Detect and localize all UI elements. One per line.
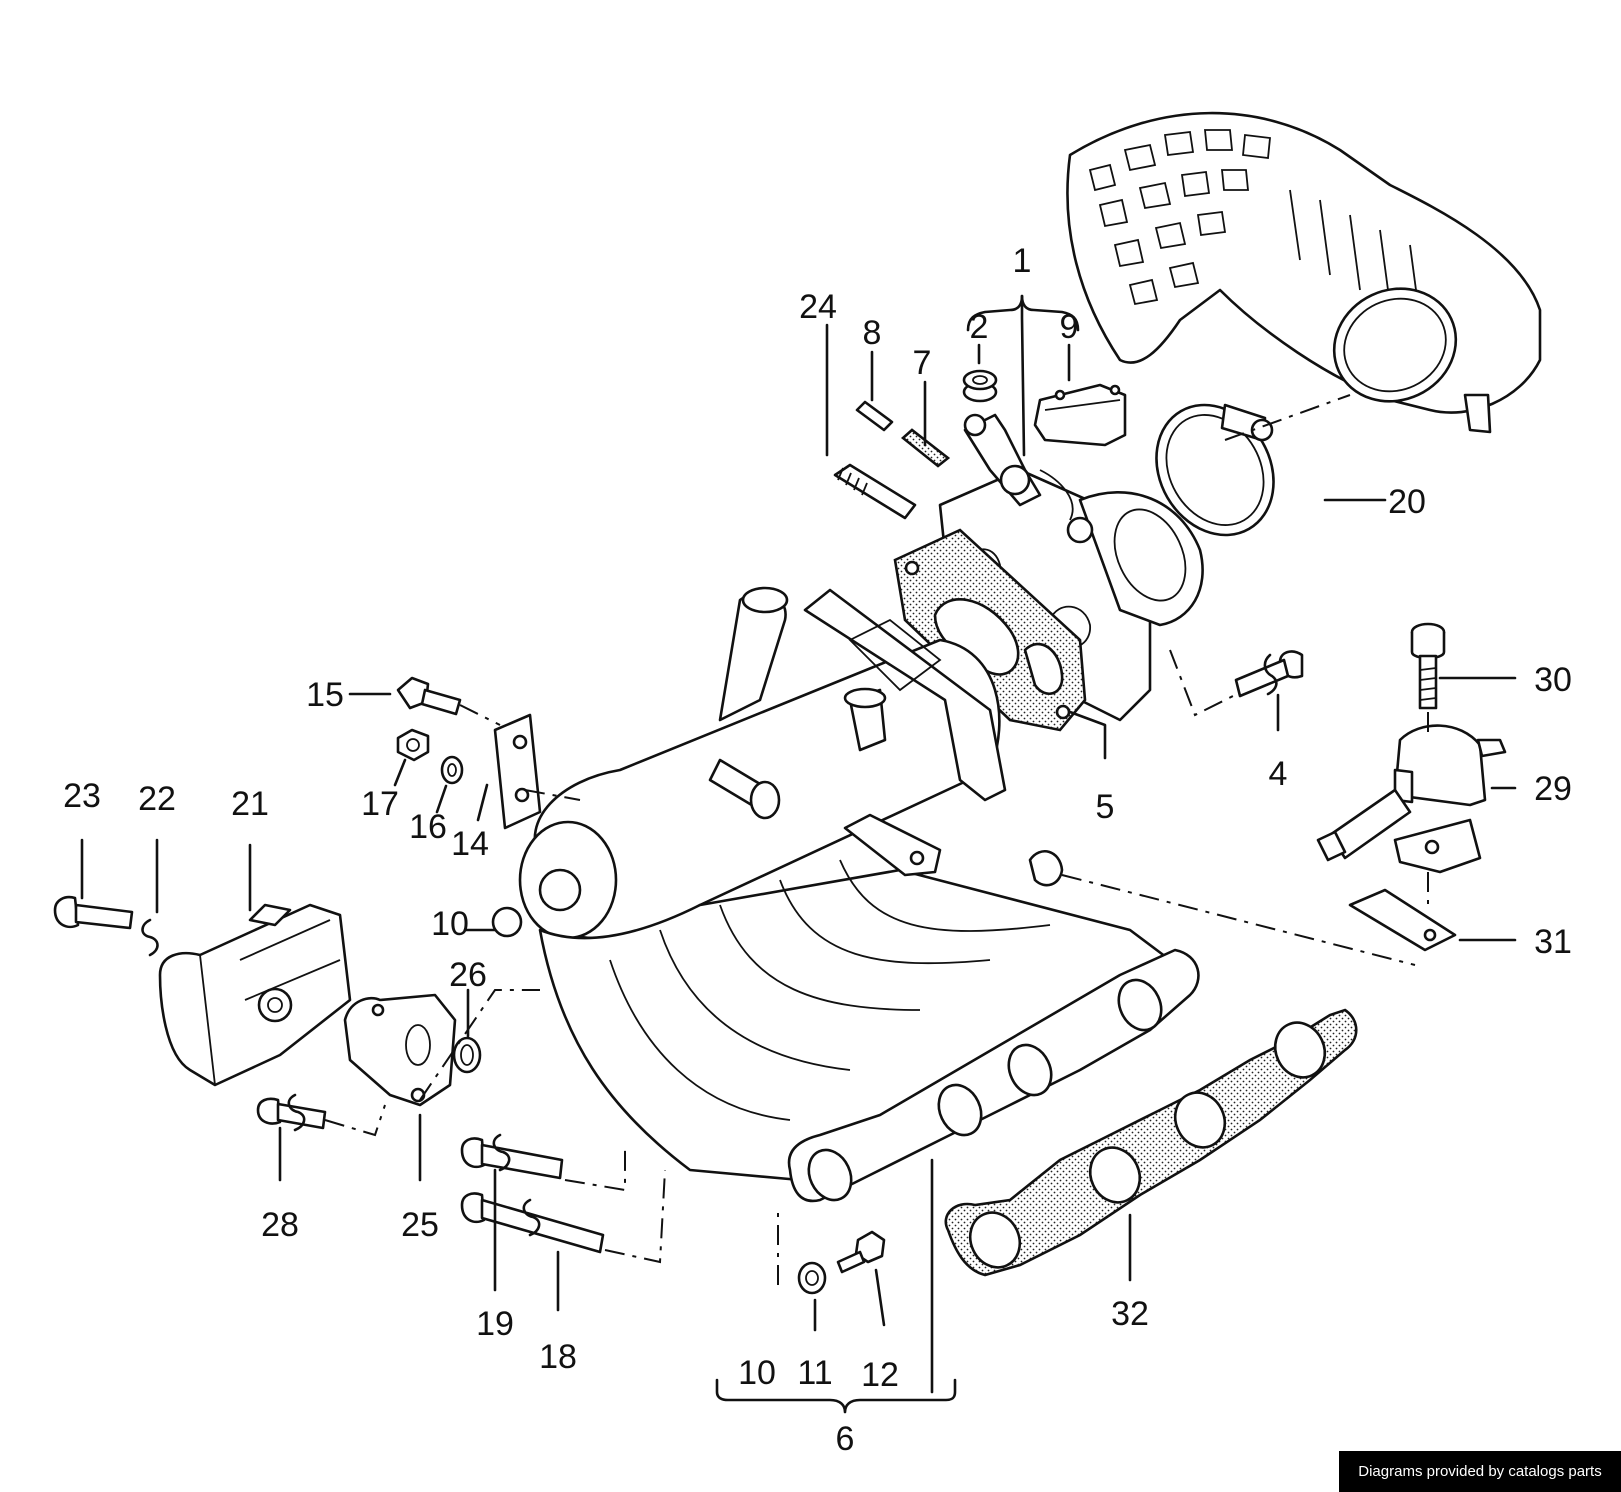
callout-22: 22 xyxy=(138,780,176,818)
callout-23: 23 xyxy=(63,777,101,815)
stud-18 xyxy=(460,1192,605,1254)
callout-25: 25 xyxy=(401,1206,439,1244)
bolt-28 xyxy=(256,1093,327,1132)
throttle-gasket xyxy=(893,528,1087,732)
callout-5: 5 xyxy=(1096,788,1115,826)
callout-30: 30 xyxy=(1534,661,1572,699)
callout-28: 28 xyxy=(261,1206,299,1244)
grommet xyxy=(962,369,998,403)
callout-6: 6 xyxy=(836,1420,855,1458)
leader-lines xyxy=(80,294,1517,1414)
stud-24 xyxy=(833,463,917,520)
callout-21: 21 xyxy=(231,785,269,823)
washer-11 xyxy=(797,1261,827,1295)
air-intake-hose xyxy=(1066,111,1542,434)
cap-10 xyxy=(491,906,523,938)
callout-19: 19 xyxy=(476,1305,514,1343)
callout-12: 12 xyxy=(861,1356,899,1394)
pin-8 xyxy=(855,400,894,432)
callout-2: 2 xyxy=(970,308,989,346)
callout-14: 14 xyxy=(451,825,489,863)
callout-31: 31 xyxy=(1534,923,1572,961)
credit-banner: Diagrams provided by catalogs parts xyxy=(1339,1451,1621,1492)
callout-17: 17 xyxy=(361,785,399,823)
callout-9: 9 xyxy=(1060,308,1079,346)
callout-32: 32 xyxy=(1111,1295,1149,1333)
callout-labels: 1 2 9 24 8 7 20 30 29 31 15 17 16 14 5 4… xyxy=(63,242,1572,1458)
intake-manifold xyxy=(518,586,1200,1203)
callout-7: 7 xyxy=(913,344,932,382)
mounting-plate xyxy=(493,713,542,830)
vacuum-valve xyxy=(1316,724,1507,874)
nut-17 xyxy=(396,728,430,762)
callout-26: 26 xyxy=(449,956,487,994)
bolt-23 xyxy=(53,895,134,930)
callout-20: 20 xyxy=(1388,483,1426,521)
callout-15: 15 xyxy=(306,676,344,714)
manifold-gasket xyxy=(944,1008,1358,1277)
callout-1: 1 xyxy=(1013,242,1032,280)
callout-8: 8 xyxy=(863,314,882,352)
pin-7 xyxy=(900,428,951,468)
lock-washer-22 xyxy=(141,918,159,957)
callout-18: 18 xyxy=(539,1338,577,1376)
callout-10-upper: 10 xyxy=(431,905,469,943)
idle-valve xyxy=(158,903,352,1087)
callout-16: 16 xyxy=(409,808,447,846)
callout-11: 11 xyxy=(797,1354,832,1392)
alignment-lines xyxy=(324,394,1429,1285)
callout-10-lower: 10 xyxy=(738,1354,776,1392)
callout-4: 4 xyxy=(1269,755,1288,793)
washer-16 xyxy=(440,755,464,785)
bolt-12 xyxy=(836,1230,886,1274)
callout-24: 24 xyxy=(799,288,837,326)
seal-26 xyxy=(452,1036,482,1074)
bolt-30 xyxy=(1410,622,1446,710)
stud-19 xyxy=(460,1133,564,1180)
callout-29: 29 xyxy=(1534,770,1572,808)
plate-31 xyxy=(1348,888,1457,952)
bolt-15 xyxy=(396,676,462,716)
throttle-switch xyxy=(1033,383,1127,447)
bolt-4 xyxy=(1234,650,1304,698)
flange-25 xyxy=(343,993,457,1107)
throttle-body xyxy=(938,413,1204,722)
